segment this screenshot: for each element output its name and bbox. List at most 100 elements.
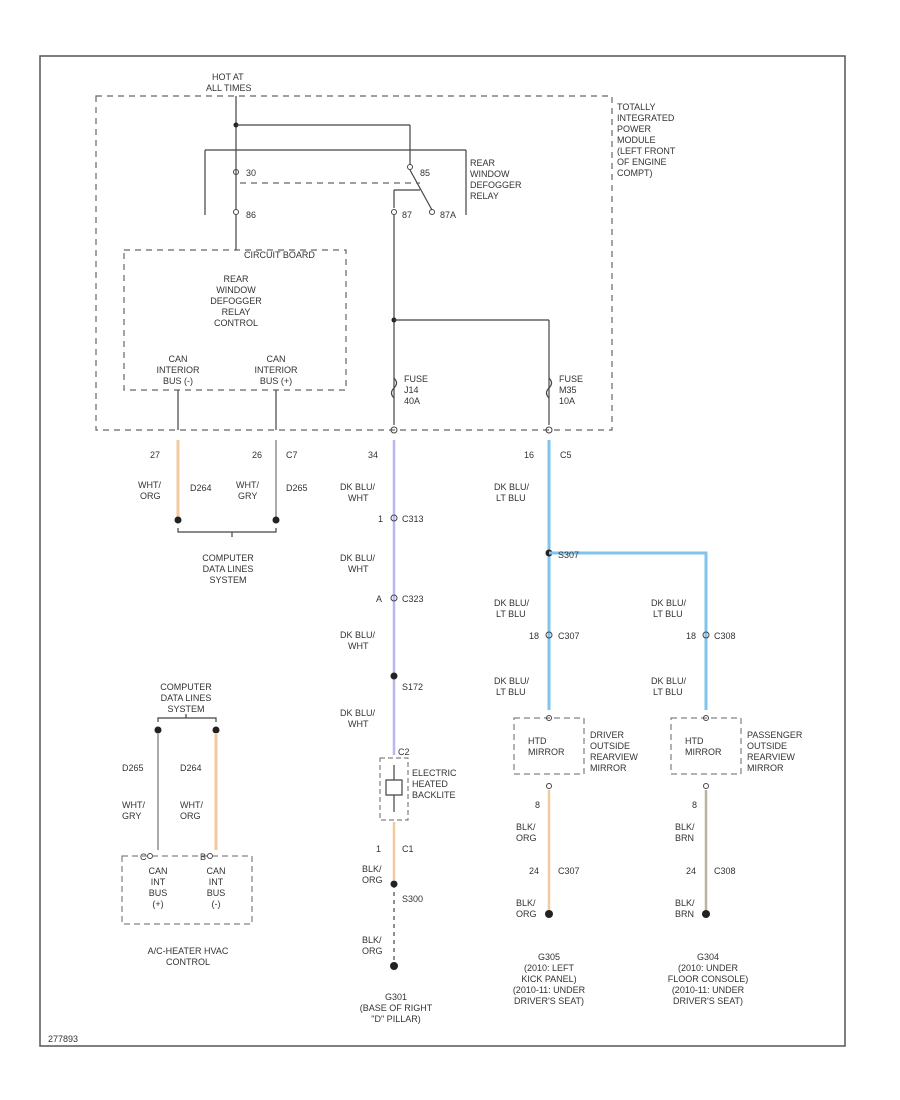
relay-label: REAR WINDOW DEFOGGER RELAY	[470, 158, 522, 201]
svg-text:KICK PANEL): KICK PANEL)	[521, 974, 576, 984]
driver-ground-wire1-b: ORG	[516, 833, 537, 843]
c323-pin: A	[376, 594, 382, 604]
svg-text:WINDOW: WINDOW	[470, 169, 510, 179]
data-lines-system-label: COMPUTER DATA LINES SYSTEM	[202, 553, 254, 585]
can-color-left-1: WHT/	[138, 480, 161, 490]
left-wire2-a: DK BLU/	[340, 553, 376, 563]
backlite-wire	[379, 426, 409, 970]
svg-text:ELECTRIC: ELECTRIC	[412, 768, 457, 778]
hvac-control-label: A/C-HEATER HVAC CONTROL	[148, 946, 229, 967]
svg-text:(LEFT FRONT: (LEFT FRONT	[617, 146, 676, 156]
electric-heated-backlite-label: ELECTRIC HEATED BACKLITE	[412, 768, 457, 800]
svg-text:G305: G305	[538, 952, 560, 962]
left-wire4-b: WHT	[348, 719, 369, 729]
fuse-j14: FUSE J14 40A	[390, 374, 428, 425]
svg-text:HTD: HTD	[528, 736, 547, 746]
svg-text:MIRROR: MIRROR	[685, 747, 722, 757]
svg-text:DATA LINES: DATA LINES	[203, 564, 254, 574]
passenger-ground-wire1-b: BRN	[675, 833, 694, 843]
c313-label: C313	[402, 514, 424, 524]
driver-wire-a1: DK BLU/	[494, 598, 530, 608]
driver-wire-a2: LT BLU	[496, 609, 526, 619]
fuse-m35: FUSE M35 10A	[545, 374, 583, 425]
can-circuit-right: D265	[286, 483, 308, 493]
passenger-ground-wire1-a: BLK/	[675, 822, 695, 832]
svg-text:(2010-11: UNDER: (2010-11: UNDER	[513, 985, 586, 995]
can-wire-left	[174, 390, 182, 524]
svg-text:DRIVER: DRIVER	[590, 730, 625, 740]
c308-upper-label: C308	[714, 631, 736, 641]
driver-mirror-label: DRIVER OUTSIDE REARVIEW MIRROR	[590, 730, 638, 773]
svg-text:CAN: CAN	[206, 866, 225, 876]
svg-text:10A: 10A	[559, 396, 575, 406]
hvac-color-right-2: ORG	[180, 811, 201, 821]
hvac-color-left-1: WHT/	[122, 800, 145, 810]
svg-text:HTD: HTD	[685, 736, 704, 746]
splice-s172: S172	[402, 682, 423, 692]
driver-c307-pin: 24	[529, 866, 539, 876]
left-wire4-a: DK BLU/	[340, 708, 376, 718]
defogger-control-label: REAR WINDOW DEFOGGER RELAY CONTROL	[210, 274, 262, 328]
passenger-ground-wire2-a: BLK/	[675, 898, 695, 908]
can-connector-c7: C7	[286, 450, 298, 460]
svg-text:INT: INT	[209, 877, 224, 887]
driver-c307-label: C307	[558, 866, 580, 876]
svg-text:40A: 40A	[404, 396, 420, 406]
right-wire1-b: LT BLU	[496, 493, 526, 503]
hot-at-label: HOT AT	[212, 72, 244, 82]
passenger-c308-pin: 24	[686, 866, 696, 876]
can-interior-bus-minus-label: CAN INTERIOR BUS (-)	[156, 354, 200, 386]
svg-text:OUTSIDE: OUTSIDE	[747, 741, 787, 751]
relay-wiring	[204, 96, 550, 375]
left-wire3-b: WHT	[348, 641, 369, 651]
svg-text:PASSENGER: PASSENGER	[747, 730, 803, 740]
svg-text:TOTALLY: TOTALLY	[617, 102, 656, 112]
svg-text:FLOOR CONSOLE): FLOOR CONSOLE)	[668, 974, 749, 984]
driver-mirror: HTD MIRROR	[513, 715, 585, 918]
svg-text:INTERIOR: INTERIOR	[156, 365, 200, 375]
diagram-frame	[39, 55, 846, 1047]
hvac-color-left-2: GRY	[122, 811, 141, 821]
right-wire1-a: DK BLU/	[494, 482, 530, 492]
driver-wire-b1: DK BLU/	[494, 676, 530, 686]
driver-ground-wire2-a: BLK/	[516, 898, 536, 908]
svg-text:DEFOGGER: DEFOGGER	[470, 180, 522, 190]
svg-text:INT: INT	[151, 877, 166, 887]
svg-text:REAR: REAR	[223, 274, 249, 284]
passenger-mirror-label: PASSENGER OUTSIDE REARVIEW MIRROR	[747, 730, 803, 773]
hot-at-label-2: ALL TIMES	[206, 83, 252, 93]
svg-text:CONTROL: CONTROL	[214, 318, 258, 328]
pass-wire-a2: LT BLU	[653, 609, 683, 619]
svg-text:DEFOGGER: DEFOGGER	[210, 296, 262, 306]
svg-text:SYSTEM: SYSTEM	[209, 575, 246, 585]
svg-text:(-): (-)	[212, 899, 221, 909]
svg-text:OUTSIDE: OUTSIDE	[590, 741, 630, 751]
svg-text:INTEGRATED: INTEGRATED	[617, 113, 675, 123]
hvac-data-lines-label: COMPUTER DATA LINES SYSTEM	[160, 682, 212, 714]
svg-text:M35: M35	[559, 385, 577, 395]
svg-text:(+): (+)	[152, 899, 163, 909]
hvac-color-right-1: WHT/	[180, 800, 203, 810]
pass-wire-b1: DK BLU/	[651, 676, 687, 686]
hvac-circuit-right: D264	[180, 763, 202, 773]
driver-wire-b2: LT BLU	[496, 687, 526, 697]
left-branch-pin-34: 34	[368, 450, 378, 460]
can-color-left-2: ORG	[140, 491, 161, 501]
svg-text:(2010-11: UNDER: (2010-11: UNDER	[672, 985, 745, 995]
svg-text:G301: G301	[385, 992, 407, 1002]
svg-text:FUSE: FUSE	[559, 374, 583, 384]
svg-text:BUS: BUS	[149, 888, 168, 898]
c307-pin-18: 18	[529, 631, 539, 641]
svg-text:MIRROR: MIRROR	[590, 763, 627, 773]
svg-text:BUS (+): BUS (+)	[260, 376, 292, 386]
c323-label: C323	[402, 594, 424, 604]
hvac-wires	[121, 726, 253, 925]
pass-wire-b2: LT BLU	[653, 687, 683, 697]
can-circuit-left: D264	[190, 483, 212, 493]
diagram-id: 277893	[48, 1034, 78, 1044]
svg-text:RELAY: RELAY	[222, 307, 251, 317]
relay-pin-30: 30	[246, 168, 256, 178]
svg-text:FUSE: FUSE	[404, 374, 428, 384]
svg-text:WINDOW: WINDOW	[216, 285, 256, 295]
